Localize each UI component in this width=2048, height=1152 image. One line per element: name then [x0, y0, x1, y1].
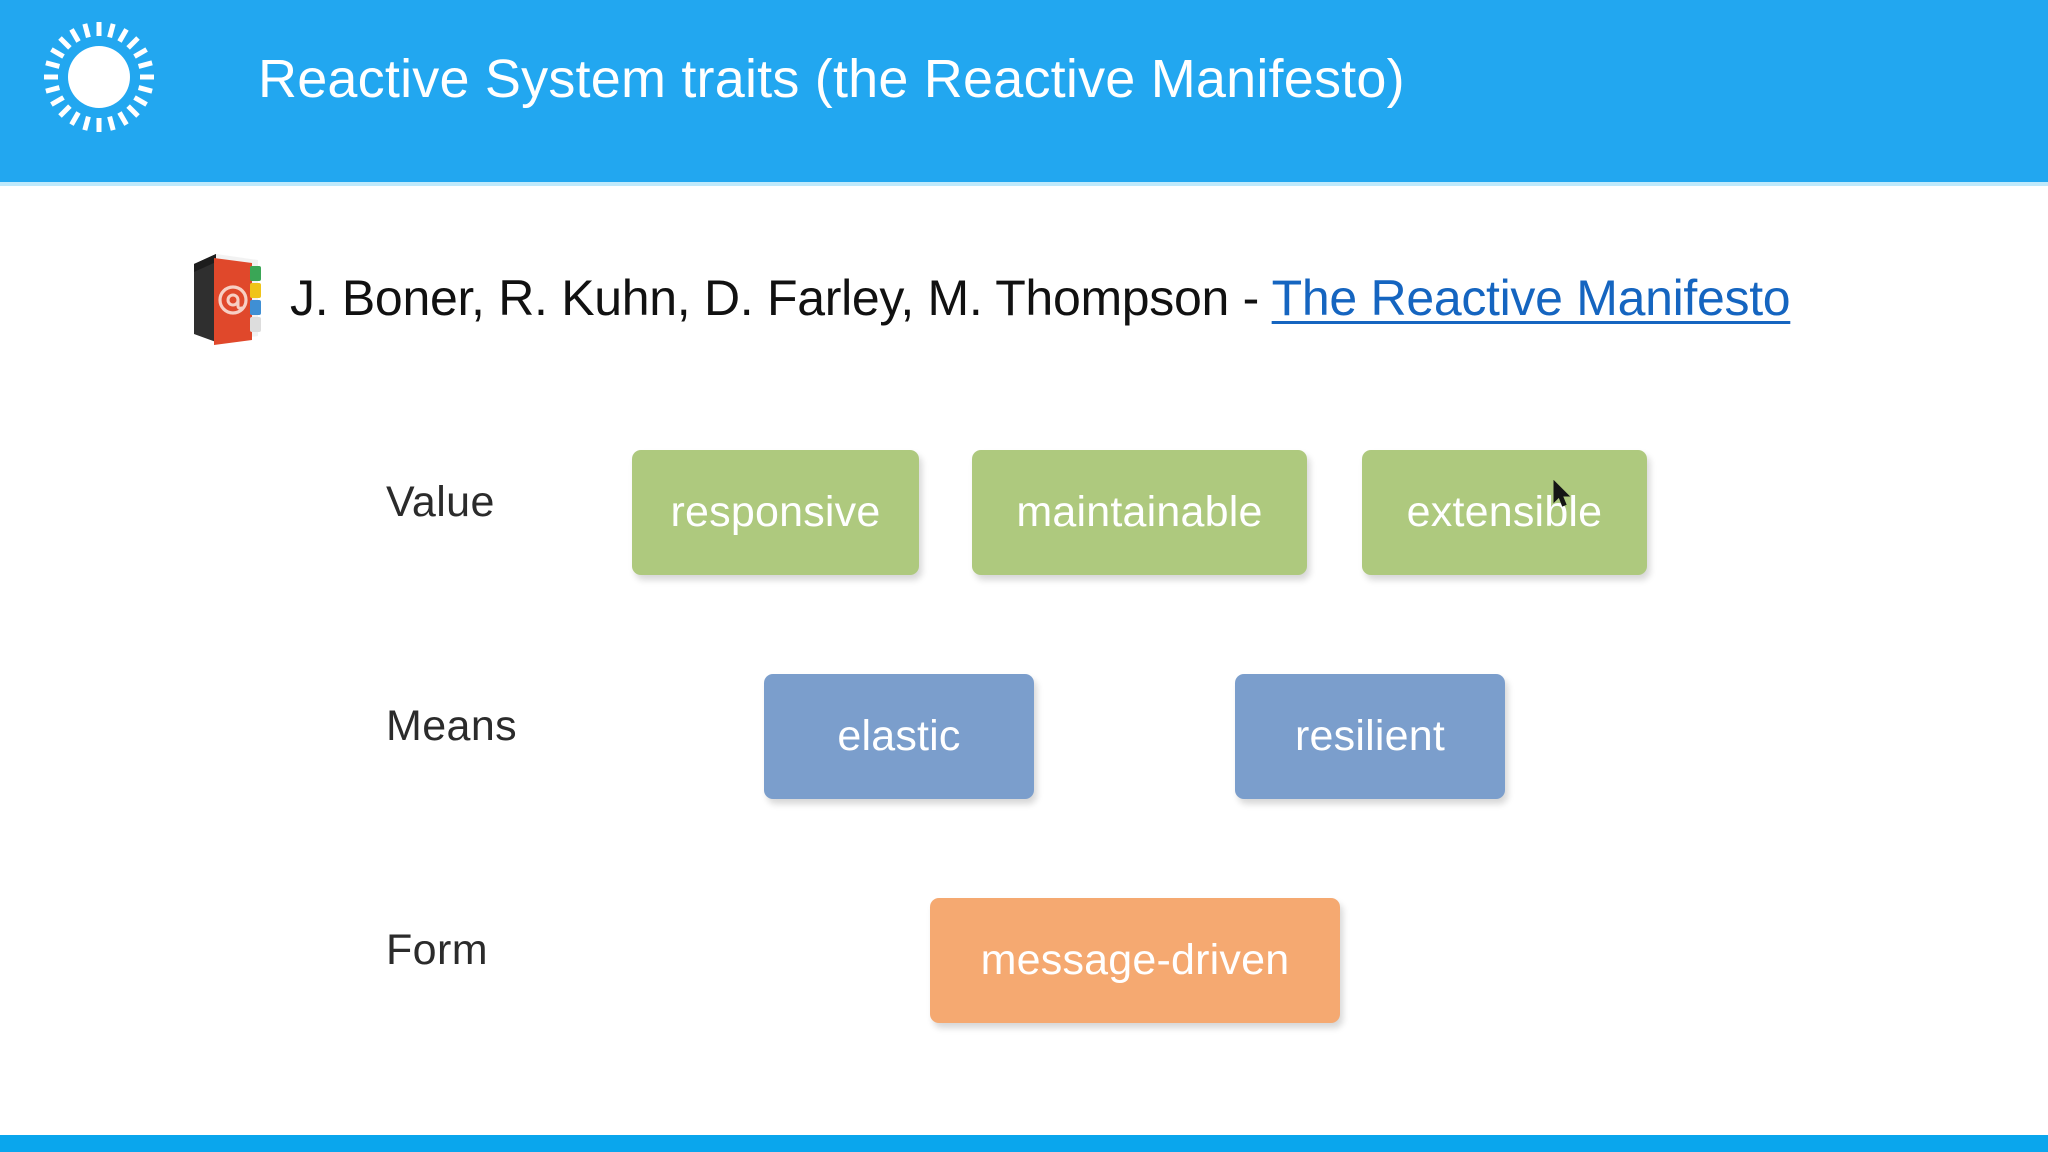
trait-box-responsive[interactable]: responsive — [632, 450, 919, 575]
row-label-form: Form — [386, 926, 488, 974]
header-accent-line — [0, 182, 2048, 186]
trait-box-extensible[interactable]: extensible — [1362, 450, 1647, 575]
trait-box-maintainable[interactable]: maintainable — [972, 450, 1307, 575]
citation-text: J. Boner, R. Kuhn, D. Farley, M. Thompso… — [290, 269, 1791, 327]
row-label-means: Means — [386, 702, 518, 750]
slide-header: Reactive System traits (the Reactive Man… — [0, 0, 2048, 182]
diagram-row-value: Value responsive maintainable extensible — [0, 440, 2048, 590]
reactive-traits-diagram: Value responsive maintainable extensible… — [0, 440, 2048, 1060]
sun-burst-icon — [38, 16, 160, 138]
diagram-row-form: Form message-driven — [0, 888, 2048, 1038]
trait-box-message-driven[interactable]: message-driven — [930, 898, 1340, 1023]
citation-authors: J. Boner, R. Kuhn, D. Farley, M. Thompso… — [290, 270, 1272, 326]
trait-box-resilient[interactable]: resilient — [1235, 674, 1505, 799]
trait-box-elastic[interactable]: elastic — [764, 674, 1034, 799]
reactive-manifesto-link[interactable]: The Reactive Manifesto — [1271, 270, 1791, 326]
address-book-emoji — [186, 250, 268, 346]
slide-footer — [0, 1135, 2048, 1152]
row-label-value: Value — [386, 478, 495, 526]
citation: J. Boner, R. Kuhn, D. Farley, M. Thompso… — [186, 250, 1791, 346]
diagram-row-means: Means elastic resilient — [0, 664, 2048, 814]
page-title: Reactive System traits (the Reactive Man… — [258, 49, 1405, 109]
